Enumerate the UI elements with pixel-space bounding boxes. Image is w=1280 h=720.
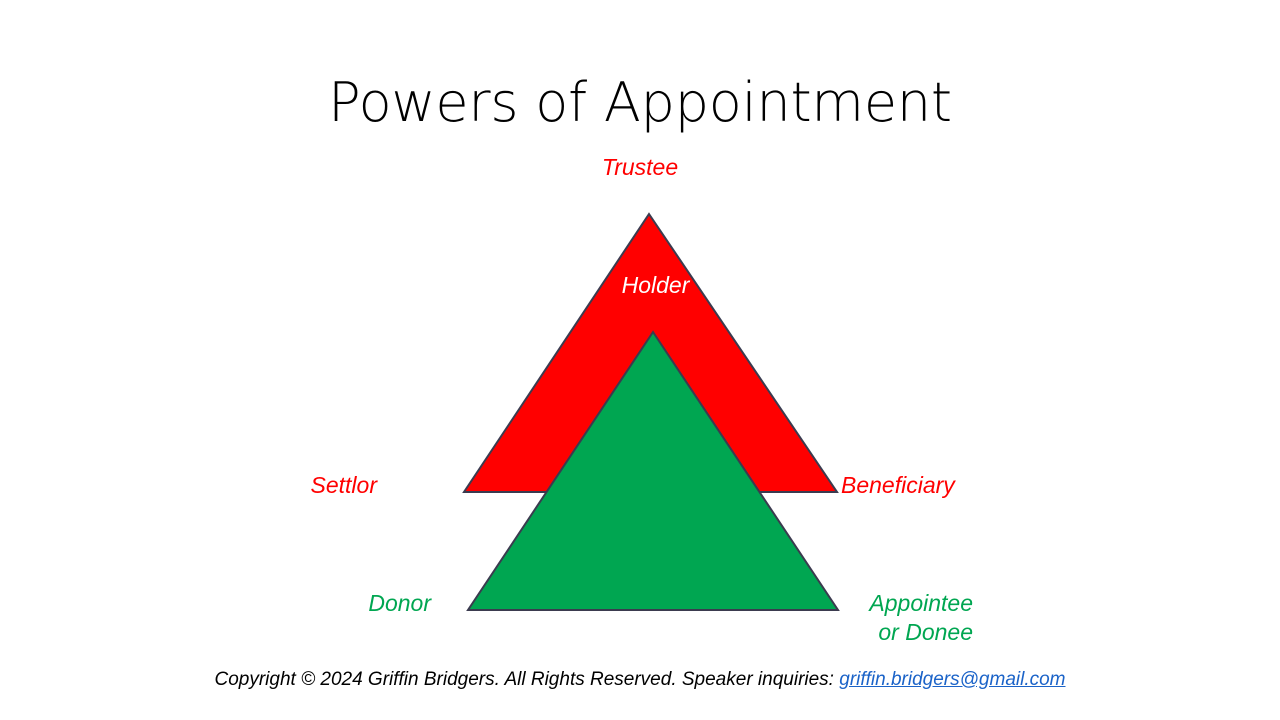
label-beneficiary: Beneficiary [841,472,955,498]
footer-email-link[interactable]: griffin.bridgers@gmail.com [839,669,1066,690]
label-donor: Donor [368,590,431,616]
footer-copyright-text: Copyright © 2024 Griffin Bridgers. All R… [214,669,840,690]
label-holder: Holder [621,272,690,298]
label-appointee-or-donee: Appointee or Donee [869,590,973,645]
label-settlor: Settlor [310,472,377,498]
inner-triangle-shape [466,330,840,611]
page-title: Powers of Appointment [328,71,952,134]
footer: Copyright © 2024 Griffin Bridgers. All R… [0,667,1280,693]
label-trustee: Trustee [601,154,679,180]
